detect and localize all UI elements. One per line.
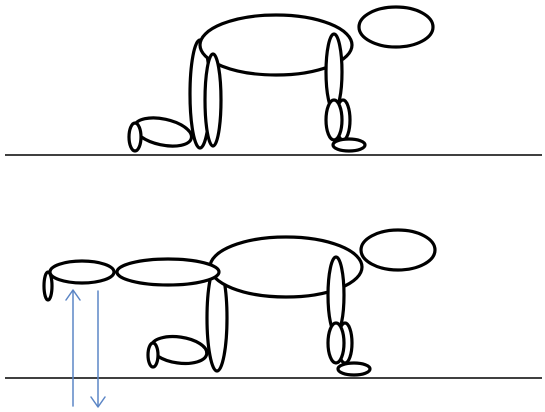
extended-leg	[42, 257, 221, 302]
arrow-up-icon	[65, 289, 81, 407]
front-arm	[326, 255, 372, 377]
arrow-down-icon	[90, 290, 106, 408]
panel-start-position	[5, 5, 542, 156]
head	[357, 5, 435, 49]
extended-thigh	[115, 257, 221, 287]
hand	[331, 137, 367, 153]
movement-arrows	[65, 289, 106, 408]
panel-leg-extended	[5, 228, 542, 408]
front-arm	[324, 32, 367, 153]
hip-thigh	[203, 52, 223, 148]
support-leg	[146, 263, 229, 373]
back-foot	[127, 121, 143, 153]
forearm	[326, 321, 346, 365]
forearm	[324, 98, 344, 142]
extended-shin	[48, 259, 116, 285]
back-leg	[127, 38, 212, 153]
hand	[336, 361, 372, 377]
head	[359, 228, 437, 272]
torso	[198, 13, 354, 77]
support-foot	[146, 341, 160, 369]
extended-foot	[42, 270, 54, 302]
